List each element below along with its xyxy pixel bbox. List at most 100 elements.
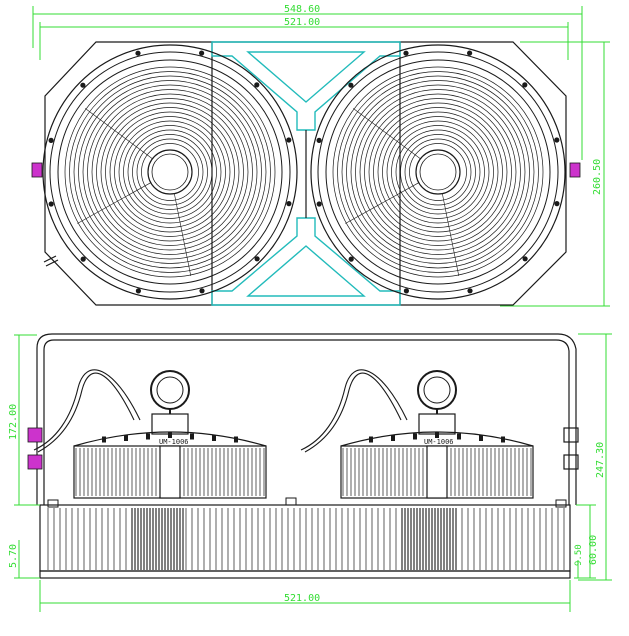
left-rim-bolt: [48, 201, 54, 207]
left-lens-center: [147, 149, 193, 195]
left-side-bolt: [31, 162, 43, 178]
left-sector-line: [174, 193, 192, 277]
left-lens-ring: [96, 98, 244, 246]
left-rim-bolt: [48, 137, 54, 143]
left-lamp: [42, 44, 298, 300]
right-driver-neck: [418, 413, 456, 435]
heatsink-base: [39, 504, 571, 572]
right-sector-line: [442, 193, 460, 277]
front-dim-fin: [574, 504, 596, 579]
left-lens-ring: [136, 138, 204, 206]
frame-bolt-right-2: [563, 454, 579, 470]
right-eye-hook-inner: [423, 376, 451, 404]
left-lamp-lens-edge: [57, 59, 283, 285]
left-lens-ring: [109, 111, 231, 233]
left-sector-line: [77, 182, 151, 224]
left-lens-ring: [87, 89, 253, 255]
left-power-cable-2: [33, 369, 141, 451]
left-eye-hook-inner: [156, 376, 184, 404]
left-rim-bolt: [286, 137, 292, 143]
dim-inner-width: 521.00: [284, 17, 320, 28]
left-lens-ring: [82, 84, 258, 260]
right-rim-bolt: [554, 201, 560, 207]
right-lens-ring: [355, 89, 521, 255]
left-power-cable: [37, 372, 135, 453]
left-lens-ring: [64, 66, 276, 278]
left-rim-bolt: [199, 288, 205, 294]
left-lens-ring: [91, 93, 249, 251]
left-lens-ring: [105, 107, 235, 237]
right-dome-screw: [391, 435, 395, 441]
left-rim-bolt: [80, 256, 86, 262]
right-rim-bolt: [522, 82, 528, 88]
base-foot: [47, 499, 59, 508]
left-lamp-rim: [49, 51, 291, 293]
left-rim-bolt: [286, 201, 292, 207]
right-dome-screw: [457, 433, 461, 440]
left-rim-bolt: [254, 82, 260, 88]
right-lens-ring: [368, 102, 508, 242]
right-rim-bolt: [467, 288, 473, 294]
driver-modules: [33, 369, 534, 499]
right-lens-center-inner: [419, 153, 457, 191]
center-bracket-bottom: [211, 217, 401, 306]
right-lens-ring: [364, 98, 512, 246]
top-dim-overall: [32, 6, 583, 160]
dim-fin-height-small: 9.50: [574, 544, 584, 566]
right-sector-line: [353, 108, 421, 160]
right-power-cable-2: [300, 369, 408, 451]
left-housing-outline: [44, 41, 213, 306]
right-rim-bolt: [403, 288, 409, 294]
base-plate: [39, 570, 571, 579]
dim-base-height: 5.70: [8, 544, 19, 568]
right-lamp-rim: [317, 51, 559, 293]
left-rim-bolt: [135, 288, 141, 294]
left-junction-box: [159, 445, 181, 499]
right-dome-screw: [369, 436, 373, 443]
right-lens-center: [415, 149, 461, 195]
left-rim-bolt: [135, 50, 141, 56]
left-lens-ring: [123, 125, 217, 219]
frame-bolt-right-1: [563, 427, 579, 443]
front-dim-upper: [14, 334, 40, 506]
right-lens-ring: [400, 134, 476, 210]
right-driver: [300, 369, 534, 499]
right-lens-ring: [377, 111, 499, 233]
front-dim-bottom: [39, 580, 571, 612]
left-dome-screw: [168, 432, 172, 438]
top-view: 548.60 521.00 260.50: [31, 4, 610, 307]
left-lens-ring: [100, 102, 240, 242]
right-dome-screw: [479, 435, 483, 441]
front-view: UM-1006 UM-1006 247.30 172.00 5.70 60.00…: [8, 333, 612, 612]
right-lens-ring: [404, 138, 472, 206]
left-lens-ring: [132, 134, 208, 210]
center-bracket-top: [211, 41, 401, 131]
left-dome-screw: [190, 433, 194, 440]
right-lens-ring: [346, 80, 530, 264]
left-dome-screw: [234, 436, 238, 443]
heatsink-fins: [47, 497, 567, 570]
dim-fin-height: 60.00: [588, 535, 599, 565]
mounting-frame: [36, 333, 577, 505]
left-driver: [33, 369, 267, 499]
base-foot: [285, 497, 297, 506]
left-dome-screw: [124, 435, 128, 441]
right-dome-screw: [435, 432, 439, 438]
driver-label-left: UM-1006: [159, 438, 189, 446]
left-lens-ring: [118, 120, 222, 224]
driver-label-right: UM-1006: [424, 438, 454, 446]
front-dim-base: [14, 540, 40, 579]
left-sector-line: [85, 108, 153, 160]
left-rim-bolt: [254, 256, 260, 262]
dim-bottom-width: 521.00: [284, 593, 320, 604]
cable-gland: [43, 255, 57, 263]
right-lens-ring: [373, 107, 503, 237]
left-lens-ring: [78, 80, 262, 264]
right-lens-ring: [337, 71, 539, 273]
right-rim-bolt: [316, 137, 322, 143]
left-dome-screw: [102, 436, 106, 443]
right-lens-ring: [386, 120, 490, 224]
dim-upper-height: 172.00: [8, 404, 19, 440]
